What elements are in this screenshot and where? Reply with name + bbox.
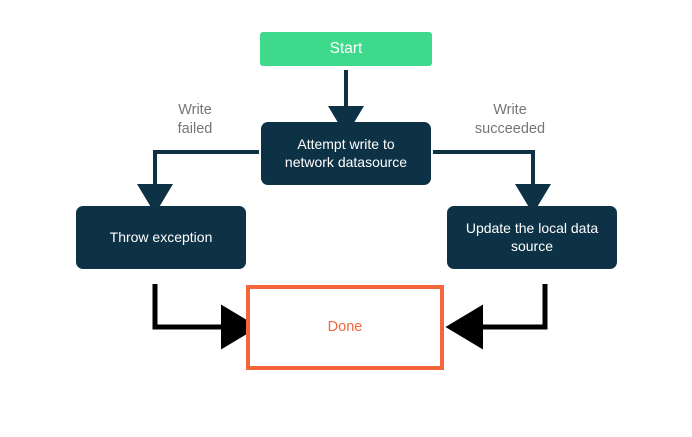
node-update-local-data-source-label: Update the local data source [465, 219, 599, 254]
node-throw-exception-label: Throw exception [109, 228, 213, 245]
node-attempt-write-label: Attempt write to network datasource [284, 135, 408, 170]
node-start[interactable]: Start [260, 32, 432, 66]
node-attempt-write[interactable]: Attempt write to network datasource [261, 122, 431, 185]
node-update-local-data-source[interactable]: Update the local data source [447, 206, 617, 269]
connector-throw-to-done [152, 284, 259, 350]
connector-update-to-done [445, 284, 548, 350]
edge-label-write-succeeded: Write succeeded [474, 102, 546, 137]
connector-attempt-to-throw [137, 150, 259, 214]
node-done[interactable]: Done [246, 285, 444, 370]
node-start-label: Start [329, 40, 363, 58]
node-done-label: Done [327, 319, 363, 336]
connector-attempt-to-update [433, 150, 551, 214]
edge-label-write-failed: Write failed [177, 102, 213, 137]
node-throw-exception[interactable]: Throw exception [76, 206, 246, 269]
